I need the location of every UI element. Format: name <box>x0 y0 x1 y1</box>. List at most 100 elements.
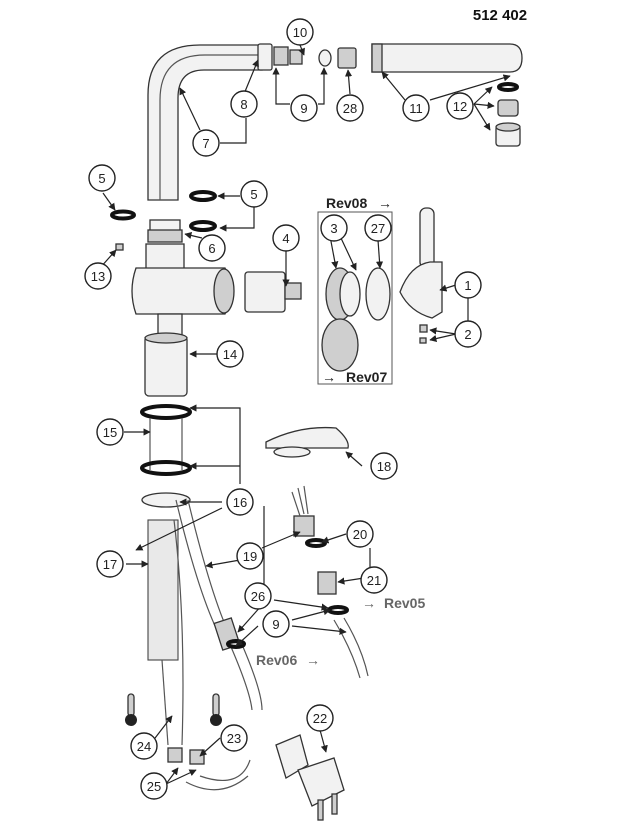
callout-18: 18 <box>370 452 398 480</box>
callout-circle <box>290 94 318 122</box>
callout-circle <box>360 566 388 594</box>
callout-circle <box>236 542 264 570</box>
callout-26: 26 <box>244 582 272 610</box>
rev06-text: Rev06 <box>256 652 297 668</box>
callout-circle <box>262 610 290 638</box>
callout-19: 19 <box>236 542 264 570</box>
callout-number: 15 <box>103 425 117 440</box>
rev06-label: Rev06 → <box>256 652 320 668</box>
supply-hoses <box>125 404 369 821</box>
mixer-body <box>110 190 443 397</box>
callout-28: 28 <box>336 94 364 122</box>
rev05-text: Rev05 <box>384 595 425 611</box>
rev08-label: Rev08 → <box>326 195 392 211</box>
callout-circle <box>454 320 482 348</box>
callout-circle <box>230 90 258 118</box>
rev08-arrow-icon: → <box>378 195 392 211</box>
callout-circle <box>454 271 482 299</box>
rev06-arrow-icon: → <box>306 652 320 668</box>
callout-circle <box>140 772 168 800</box>
callout-number: 6 <box>208 241 215 256</box>
callout-17: 17 <box>96 550 124 578</box>
callout-circle <box>336 94 364 122</box>
callout-number: 12 <box>453 99 467 114</box>
callout-number: 16 <box>233 495 247 510</box>
callout-circle <box>96 550 124 578</box>
callout-number: 21 <box>367 573 381 588</box>
callout-21: 21 <box>360 566 388 594</box>
callout-circle <box>346 520 374 548</box>
callout-11: 11 <box>402 94 430 122</box>
rev07-arrow-icon: → <box>322 369 336 385</box>
callout-number: 2 <box>464 327 471 342</box>
callout-2: 2 <box>454 320 482 348</box>
callout-number: 1 <box>464 278 471 293</box>
callout-number: 9 <box>300 101 307 116</box>
callout-number: 9 <box>272 617 279 632</box>
callout-number: 19 <box>243 549 257 564</box>
callout-circle <box>96 418 124 446</box>
callout-9: 9 <box>290 94 318 122</box>
callout-5: 5 <box>240 180 268 208</box>
callout-circle <box>130 732 158 760</box>
callout-number: 7 <box>202 136 209 151</box>
callout-12: 12 <box>446 92 474 120</box>
callout-number: 24 <box>137 739 151 754</box>
callout-circle <box>198 234 226 262</box>
callout-number: 26 <box>251 589 265 604</box>
callout-circle <box>272 224 300 252</box>
callout-circle <box>320 214 348 242</box>
callout-8: 8 <box>230 90 258 118</box>
callout-10: 10 <box>286 18 314 46</box>
callout-circle <box>216 340 244 368</box>
callout-5: 5 <box>88 164 116 192</box>
callout-circle <box>226 488 254 516</box>
callout-number: 11 <box>409 101 423 116</box>
callout-6: 6 <box>198 234 226 262</box>
callout-24: 24 <box>130 732 158 760</box>
callout-circle <box>88 164 116 192</box>
callout-number: 14 <box>223 347 237 362</box>
callout-circle <box>286 18 314 46</box>
rev05-arrow-icon: → <box>362 595 376 611</box>
callout-16: 16 <box>226 488 254 516</box>
callout-number: 23 <box>227 731 241 746</box>
callout-13: 13 <box>84 262 112 290</box>
rev07-text: Rev07 <box>346 369 387 385</box>
callout-22: 22 <box>306 704 334 732</box>
callout-number: 10 <box>293 25 307 40</box>
rev05-label: → Rev05 <box>362 595 425 611</box>
rev08-text: Rev08 <box>326 195 367 211</box>
callout-15: 15 <box>96 418 124 446</box>
callout-number: 3 <box>330 221 337 236</box>
callout-number: 4 <box>282 231 289 246</box>
callout-3: 3 <box>320 214 348 242</box>
callout-circle <box>446 92 474 120</box>
callout-number: 27 <box>371 221 385 236</box>
spout-assembly <box>147 43 523 201</box>
callout-number: 20 <box>353 527 367 542</box>
callout-circle <box>84 262 112 290</box>
callout-number: 22 <box>313 711 327 726</box>
callout-9: 9 <box>262 610 290 638</box>
callout-27: 27 <box>364 214 392 242</box>
callout-25: 25 <box>140 772 168 800</box>
callout-number: 5 <box>250 187 257 202</box>
callout-23: 23 <box>220 724 248 752</box>
callout-circle <box>220 724 248 752</box>
callout-circle <box>370 452 398 480</box>
callout-number: 8 <box>240 97 247 112</box>
callout-number: 18 <box>377 459 391 474</box>
callout-4: 4 <box>272 224 300 252</box>
rev07-label: → Rev07 <box>322 369 387 385</box>
callout-circle <box>306 704 334 732</box>
callout-number: 25 <box>147 779 161 794</box>
callout-number: 5 <box>98 171 105 186</box>
callout-number: 13 <box>91 269 105 284</box>
callout-circle <box>364 214 392 242</box>
callout-number: 17 <box>103 557 117 572</box>
callout-7: 7 <box>192 129 220 157</box>
